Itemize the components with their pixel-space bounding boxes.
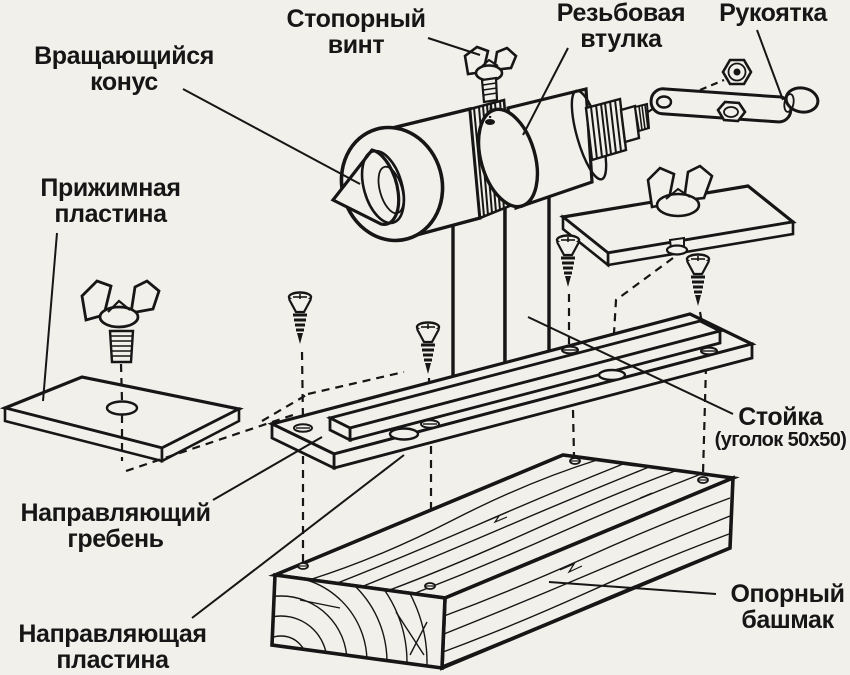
label-handle: Рукоятка [708,0,838,26]
label-line: Стойка [738,403,823,431]
left-wingbolt [80,279,161,364]
label-rotating-cone: Вращающийся конус [18,43,230,95]
label-line: гребень [67,525,164,553]
bushing-screw-hole [485,119,495,125]
rod-tip-thread [633,102,651,133]
guide-plate [267,312,757,471]
leader-guide-plate [191,454,405,619]
plate-big-hole-right [597,368,627,382]
handle-assembly [647,58,820,124]
right-wingnut [646,164,714,218]
front-grain [442,497,731,667]
label-line: Рукоятка [719,0,827,27]
handle-nut-lower [716,100,747,123]
right-clamp-plate [559,164,797,367]
guide-ridge-strip [326,319,724,443]
plate-big-hole-left [388,427,420,441]
top-grain [308,459,702,595]
label-support-shoe: Опорный башмак [710,581,850,633]
leader-clamp-plate [42,232,58,402]
support-shoe-block [268,453,740,671]
label-line: пластина [56,646,169,674]
label-clamp-plate: Прижимная пластина [28,175,193,227]
leader-bushing [522,47,569,136]
label-line: Вращающийся [34,42,214,70]
plate-screw-holes [293,345,718,433]
stop-screw-wingbolt [463,45,518,119]
label-line: Прижимная [40,174,181,202]
label-line: Стопорный [286,5,426,33]
leader-shoe [548,581,717,595]
handle-hole [655,95,673,109]
leader-stop-screw [427,37,481,56]
label-line: Опорный [730,580,845,608]
rotating-cone [330,148,406,226]
thread-band-right [584,97,628,162]
label-threaded-bushing: Резьбовая втулка [545,0,697,52]
label-line: Направляющий [20,499,211,527]
leader-cone [182,88,361,185]
label-line: винт [327,31,385,59]
label-stop-screw: Стопорный винт [283,6,429,58]
pilot-holes [297,457,709,590]
label-line: (уголок 50x50) [714,429,847,451]
label-line: башмак [741,606,834,634]
label-line: Направляющая [18,620,207,648]
label-guide-ridge: Направляющий гребень [8,500,223,552]
label-guide-plate: Направляющая пластина [6,621,219,673]
label-line: Резьбовая [556,0,686,27]
label-line: конус [90,68,158,96]
left-clamp-plate [0,279,405,473]
rod-collar [619,104,641,144]
leader-handle [756,29,784,101]
leader-post [527,316,734,415]
label-post: Стойка (уголок 50x50) [698,404,850,451]
leader-lines [42,29,784,619]
label-line: втулка [580,25,662,53]
leader-guide-ridge [212,436,323,501]
label-line: пластина [54,200,167,228]
plate-hole [105,400,139,416]
